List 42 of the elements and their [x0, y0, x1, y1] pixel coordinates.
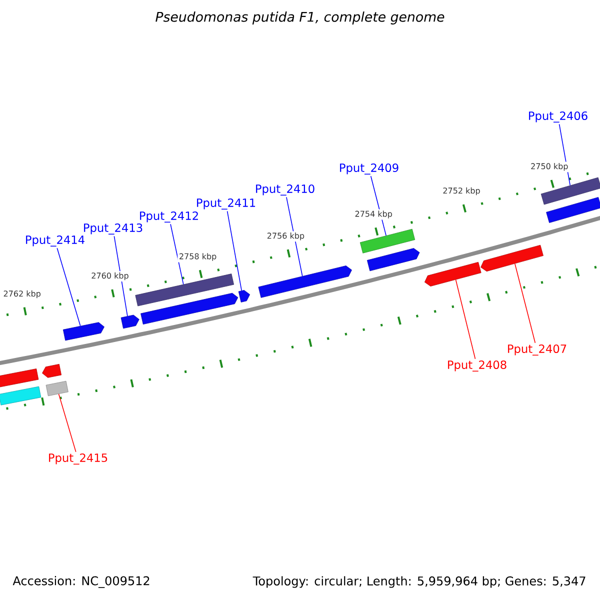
gene-glyph [424, 262, 482, 286]
scale-label: 2762 kbp [2, 289, 42, 300]
genome-info-text: Topology: circular; Length: 5,959,964 bp; Genes: 5,347 [252, 576, 586, 588]
gene-bar [46, 380, 68, 396]
scale-label: 2758 kbp [178, 252, 218, 262]
gene-label: Pput_2414 [26, 235, 84, 247]
leader-line [514, 263, 536, 344]
scale-label: 2760 kbp [90, 271, 130, 282]
gene-label: Pput_2406 [529, 111, 588, 123]
gene-label: Pput_2415 [49, 453, 108, 465]
leader-line [56, 248, 81, 326]
gene-glyph [480, 244, 544, 272]
gene-glyph [238, 290, 250, 302]
scale-label: 2752 kbp [441, 186, 482, 196]
leader-line [170, 224, 184, 285]
scale-label: 2750 kbp [529, 162, 570, 172]
gene-bar [546, 197, 600, 223]
gene-label: Pput_2413 [84, 223, 142, 235]
gene-glyph [120, 314, 140, 329]
scale-label: 2756 kbp [266, 231, 306, 242]
gene-label: Pput_2407 [508, 344, 566, 356]
leader-line [226, 210, 242, 291]
gene-glyph [366, 248, 420, 272]
gene-bar [0, 386, 42, 406]
gene-label: Pput_2409 [340, 163, 398, 175]
gene-bar [540, 177, 600, 205]
gene-label: Pput_2408 [448, 360, 506, 372]
gene-glyph [258, 266, 352, 298]
gene-bar [360, 228, 416, 254]
gene-label: Pput_2410 [256, 184, 314, 196]
gene-glyph [42, 364, 62, 378]
accession-text: Accession: NC_009512 [12, 576, 150, 588]
leader-line [58, 394, 76, 452]
leader-line [455, 279, 476, 360]
scale-label: 2754 kbp [353, 209, 394, 220]
gene-glyph [62, 322, 104, 341]
title: Pseudomonas putida F1, complete genome [156, 12, 444, 24]
gene-label: Pput_2411 [197, 198, 256, 210]
gene-label: Pput_2412 [140, 211, 198, 223]
gene-bar [135, 274, 234, 306]
gene-glyph [140, 292, 238, 324]
gene-bar [0, 368, 39, 388]
